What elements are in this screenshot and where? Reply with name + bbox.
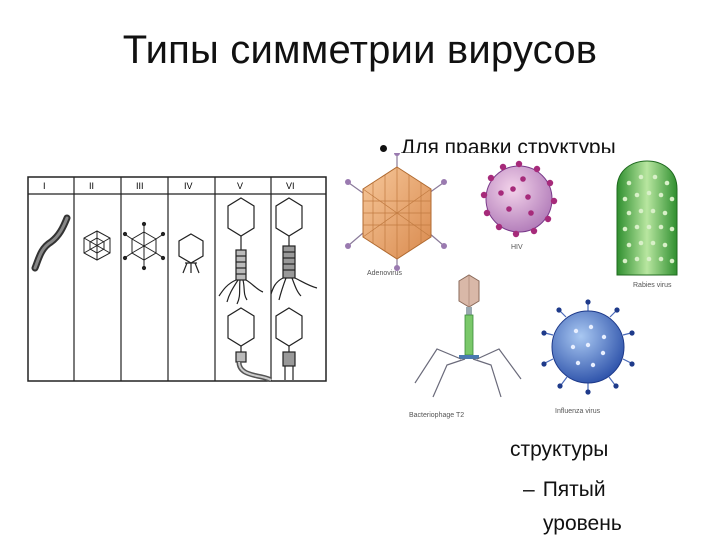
sub-bullet-fifth: –Пятый <box>523 478 606 502</box>
hiv-illustration: HIV <box>480 160 558 251</box>
col-header: I <box>43 181 46 191</box>
spiked-icosahedron-drawing <box>122 221 166 271</box>
dash-bullet: – <box>523 478 535 501</box>
symmetry-types-figure: I II III IV V VI <box>27 176 327 383</box>
icosahedron-drawing <box>83 230 111 261</box>
short-tail-phage-drawing <box>178 233 204 274</box>
col-header: III <box>136 181 144 191</box>
bacteriophage-label: Bacteriophage T2 <box>409 412 464 419</box>
contracted-phage-drawing <box>227 307 273 383</box>
rabies-label: Rabies virus <box>633 282 672 289</box>
hiv-label: HIV <box>511 244 523 251</box>
col-header: VI <box>286 181 295 191</box>
col-header: V <box>237 181 243 191</box>
influenza-label: Influenza virus <box>555 408 601 415</box>
bullet-dot <box>380 144 387 152</box>
sub-bullet-fifth-text: Пятый <box>542 478 606 501</box>
text-line-level: уровень <box>543 512 622 535</box>
col-header: IV <box>184 181 193 191</box>
helical-rod-drawing <box>31 214 71 272</box>
adenovirus-label: Adenovirus <box>367 270 403 277</box>
rabies-virus-illustration: Rabies virus <box>616 160 678 289</box>
injecting-phage-drawing <box>275 307 303 380</box>
tailed-phage-drawing <box>270 197 318 301</box>
adenovirus-illustration: Adenovirus <box>345 150 447 277</box>
influenza-virus-illustration: Influenza virus <box>541 299 635 415</box>
bacteriophage-t2-illustration: Bacteriophage T2 <box>409 274 522 419</box>
long-tail-phage-drawing <box>218 197 264 305</box>
col-header: II <box>89 181 94 191</box>
slide-title: Типы симметрии вирусов <box>122 28 598 72</box>
virus-illustrations-figure: Adenovirus HIV <box>333 150 680 425</box>
symmetry-table-svg: I II III IV V VI <box>27 176 327 383</box>
virus-illustrations-svg: Adenovirus HIV <box>345 150 678 419</box>
text-line-structures: структуры <box>510 438 609 461</box>
